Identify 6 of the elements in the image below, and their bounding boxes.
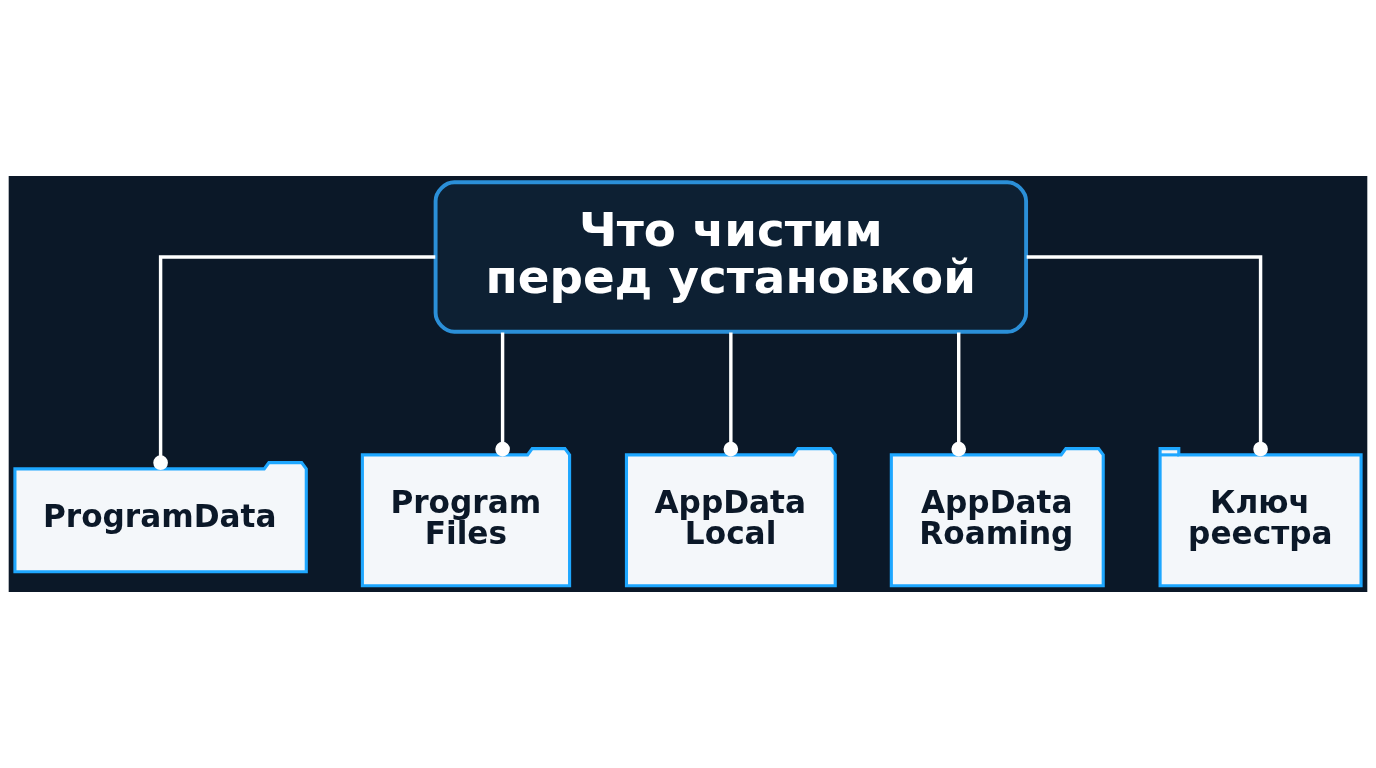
connector: [951, 332, 967, 457]
connector: [153, 255, 436, 471]
connector: [1026, 255, 1268, 457]
node-box: Что чистим перед установкой: [433, 180, 1029, 334]
connector: [723, 332, 739, 457]
connector: [495, 332, 510, 457]
